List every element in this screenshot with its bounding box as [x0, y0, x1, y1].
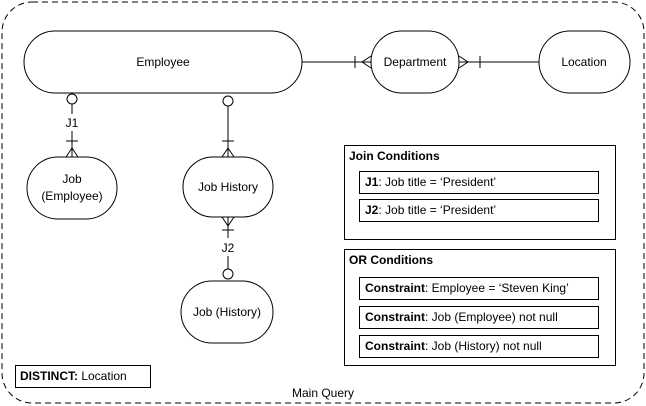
entity-job-employee[interactable]: Job (Employee): [26, 156, 118, 220]
entity-location[interactable]: Location: [538, 30, 631, 94]
entity-job-history-target-label: Job (History): [193, 305, 261, 319]
or-conditions-panel: OR Conditions Constraint: Employee = ‘St…: [344, 249, 616, 366]
or-condition-key: Constraint: [365, 339, 425, 353]
entity-job-history-target[interactable]: Job (History): [180, 280, 274, 344]
join-condition-key: J1: [365, 175, 379, 189]
or-condition-job-history[interactable]: Constraint: Job (History) not null: [359, 335, 599, 358]
entity-job-history[interactable]: Job History: [182, 156, 274, 218]
j2-label: J2: [222, 241, 235, 255]
job-history-crowfoot-right: [227, 147, 235, 158]
join-condition-text: : Job title = ‘President’: [378, 203, 497, 217]
entity-employee-label: Employee: [136, 55, 190, 69]
department-crowfoot-bottom: [361, 61, 372, 69]
or-condition-job-employee[interactable]: Constraint: Job (Employee) not null: [359, 306, 599, 329]
join-conditions-title: Join Conditions: [349, 149, 440, 163]
or-condition-text: : Employee = ‘Steven King’: [425, 281, 569, 295]
distinct-key: DISTINCT:: [20, 369, 78, 383]
join-condition-text: : Job title = ‘President’: [378, 175, 497, 189]
main-query-label: Main Query: [291, 386, 355, 400]
join-condition-j1[interactable]: J1: Job title = ‘President’: [359, 171, 599, 194]
relationship-lines: [65, 55, 539, 269]
or-condition-key: Constraint: [365, 310, 425, 324]
join-condition-key: J2: [365, 203, 379, 217]
entity-location-label: Location: [561, 55, 606, 69]
j1-label: J1: [66, 116, 79, 130]
entity-job-employee-label-line1: Job: [62, 172, 82, 186]
department-crowfoot-bottom-2: [458, 61, 469, 69]
entity-department-label: Department: [384, 55, 447, 69]
j2-crowfoot-right: [227, 216, 235, 227]
or-condition-text: : Job (Employee) not null: [425, 310, 558, 324]
or-conditions-title: OR Conditions: [349, 253, 433, 267]
entity-employee[interactable]: Employee: [23, 30, 303, 94]
or-condition-key: Constraint: [365, 281, 425, 295]
j1-crowfoot-right: [71, 147, 79, 158]
job-history-optional-circle: [222, 95, 234, 107]
j2-crowfoot-left: [221, 216, 229, 227]
job-history-crowfoot-left: [221, 147, 229, 158]
j1-optional-circle: [66, 93, 78, 105]
or-condition-employee[interactable]: Constraint: Employee = ‘Steven King’: [359, 277, 599, 300]
department-crowfoot-top-2: [458, 55, 469, 63]
j1-crowfoot-left: [65, 147, 73, 158]
join-condition-j2[interactable]: J2: Job title = ‘President’: [359, 199, 599, 222]
distinct-box[interactable]: DISTINCT: Location: [15, 365, 151, 388]
entity-department[interactable]: Department: [370, 30, 460, 94]
department-crowfoot-top: [361, 55, 372, 63]
or-condition-text: : Job (History) not null: [425, 339, 542, 353]
j2-optional-circle: [222, 268, 234, 280]
join-conditions-panel: Join Conditions J1: Job title = ‘Preside…: [344, 145, 616, 240]
distinct-value: Location: [78, 369, 127, 383]
entity-job-employee-label-line2: (Employee): [41, 189, 102, 203]
entity-job-history-label: Job History: [198, 180, 258, 194]
